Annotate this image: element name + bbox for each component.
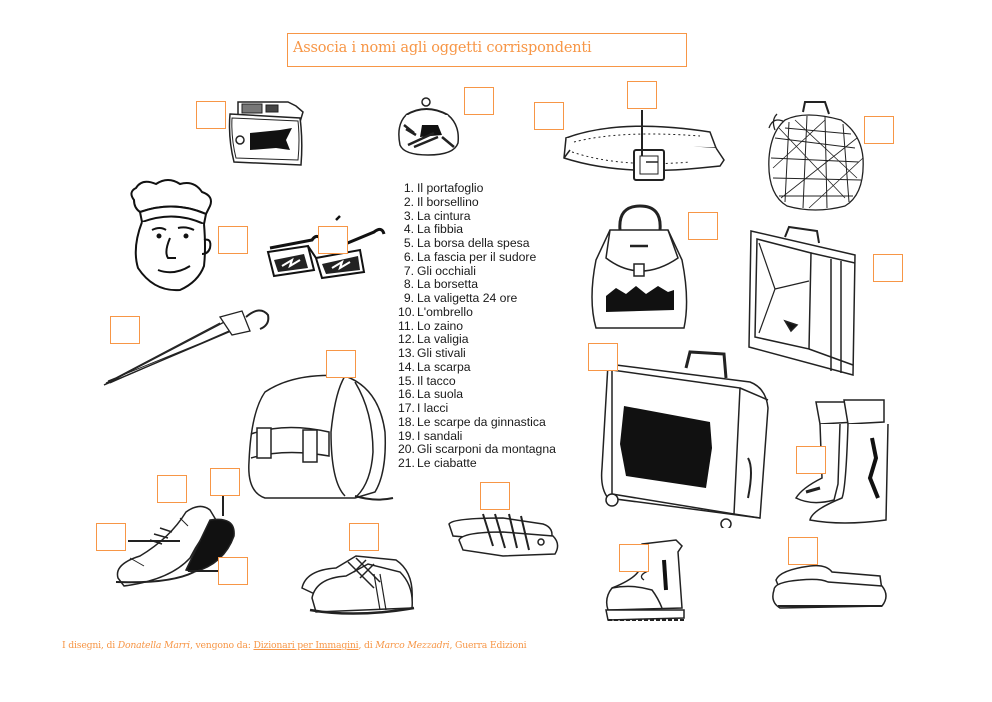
boots-drawing: [792, 398, 892, 528]
word-list-item: 21.Le ciabatte: [398, 456, 477, 470]
word-list-item: 4.La fibbia: [403, 222, 464, 237]
word-list-item: 19.I sandali: [398, 428, 463, 443]
word-list: 1.Il portafoglio 2.Il borsellino 3.La ci…: [398, 181, 556, 471]
sunglasses-drawing: [264, 210, 394, 285]
credits-footer: I disegni, di Donatella Marri, vengono d…: [62, 640, 527, 651]
sole-leader-line: [188, 570, 221, 572]
heel-leader-line: [222, 496, 224, 516]
answer-box-buckle[interactable]: [627, 81, 657, 109]
word-list-item: 18.Le scarpe da ginnastica: [398, 414, 546, 429]
answer-box-hiking-boots[interactable]: [619, 544, 649, 572]
answer-box-coin-purse[interactable]: [464, 87, 494, 115]
answer-box-umbrella[interactable]: [110, 316, 140, 344]
wallet-drawing: [228, 100, 328, 170]
hiking-boots-drawing: [602, 538, 692, 628]
answer-box-shopping-bag[interactable]: [864, 116, 894, 144]
answer-box-belt[interactable]: [534, 102, 564, 130]
belt-drawing: [560, 118, 730, 183]
backpack-drawing: [245, 372, 395, 507]
word-list-item: 10.L'ombrello: [398, 304, 473, 319]
word-list-item: 15.Il tacco: [398, 373, 456, 388]
answer-box-backpack[interactable]: [326, 350, 356, 378]
answer-box-heel[interactable]: [210, 468, 240, 496]
word-list-item: 1.Il portafoglio: [403, 181, 484, 195]
answer-box-suitcase[interactable]: [588, 343, 618, 371]
book-title-link[interactable]: Dizionari per Immagini: [253, 640, 359, 651]
answer-box-sandals[interactable]: [480, 482, 510, 510]
word-list-item: 8.La borsetta: [403, 277, 478, 292]
answer-box-wallet[interactable]: [196, 101, 226, 129]
word-list-item: 9.La valigetta 24 ore: [403, 291, 518, 305]
illustrator-name: Donatella Marri: [117, 640, 190, 651]
word-list-item: 6.La fascia per il sudore: [403, 249, 537, 264]
sneakers-drawing: [296, 552, 421, 617]
word-list-item: 17.I lacci: [398, 401, 449, 415]
word-list-item: 5.La borsa della spesa: [403, 236, 530, 250]
author-name: Marco Mezzadri: [375, 640, 450, 651]
answer-box-slippers[interactable]: [788, 537, 818, 565]
handbag-drawing: [586, 200, 696, 330]
briefcase-drawing: [745, 225, 865, 380]
answer-box-boots[interactable]: [796, 446, 826, 474]
buckle-leader-line: [641, 110, 643, 156]
word-list-item: 20.Gli scarponi da montagna: [398, 442, 556, 457]
answer-box-sneakers[interactable]: [349, 523, 379, 551]
word-list-item: 14.La scarpa: [398, 359, 471, 374]
answer-box-shoe[interactable]: [157, 475, 187, 503]
word-list-item: 3.La cintura: [403, 208, 471, 223]
word-list-item: 2.Il borsellino: [403, 194, 479, 209]
answer-box-briefcase[interactable]: [873, 254, 903, 282]
answer-box-sunglasses[interactable]: [318, 226, 348, 254]
face-drawing: [124, 178, 224, 298]
answer-box-sweatband[interactable]: [218, 226, 248, 254]
laces-leader-line: [128, 540, 180, 542]
word-list-item: 7.Gli occhiali: [403, 263, 476, 278]
word-list-item: 11.Lo zaino: [398, 318, 464, 333]
word-list-item: 13.Gli stivali: [398, 346, 466, 360]
shopping-bag-drawing: [765, 98, 870, 213]
answer-box-sole[interactable]: [218, 557, 248, 585]
word-list-item: 12.La valigia: [398, 332, 469, 347]
slippers-drawing: [770, 562, 890, 617]
sandals-drawing: [443, 510, 563, 565]
exercise-title: Associa i nomi agli oggetti corrisponden…: [287, 33, 687, 67]
coin-purse-drawing: [394, 95, 464, 160]
umbrella-drawing: [100, 305, 275, 390]
suitcase-drawing: [600, 348, 785, 528]
word-list-item: 16.La suola: [398, 387, 464, 402]
answer-box-laces[interactable]: [96, 523, 126, 551]
answer-box-handbag[interactable]: [688, 212, 718, 240]
